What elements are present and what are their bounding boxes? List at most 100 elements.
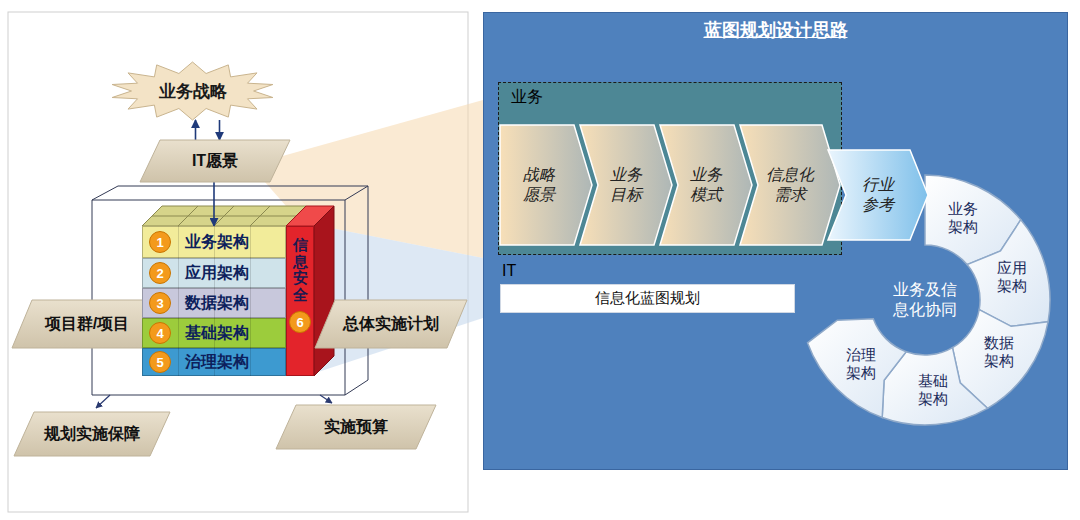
node-label: 业务模式 [688,165,724,205]
text-holder: 信息化需求 [765,165,815,205]
cycle-segment: 治理架构 [841,341,881,387]
architecture-layer: 1 业务架构 [142,226,286,258]
cube-top-grid [152,206,296,226]
architecture-layer: 5 治理架构 [142,348,286,376]
text-holder: 规划实施保障 [44,424,140,445]
blueprint-bar: 信息化蓝图规划 [500,284,795,313]
budget-plane: 实施预算 [276,405,436,449]
flow-arrow [195,120,197,140]
step-chevron: 战略愿景 [500,125,592,245]
cycle-segment: 业务架构 [943,195,983,241]
text-holder: 应用架构 [995,259,1029,295]
node-label: 业务目标 [608,165,644,205]
text-holder: 业务架构 [946,200,980,236]
node-label: 总体实施计划 [343,314,439,335]
strategy-starburst: 业务战略 [110,62,275,120]
text-holder: 4 基础架构 [149,322,249,344]
text-holder: 数据架构 [982,334,1016,370]
node-label: 治理架构 [844,346,878,382]
callout-number: 2 [149,262,171,284]
text-holder: 战略愿景 [521,165,557,205]
callout-number: 6 [289,311,311,333]
flow-arrow [213,182,215,226]
node-outline [828,150,928,240]
node-label: 蓝图规划设计思路 [704,18,848,42]
node-label: 项目群/项目 [45,314,129,335]
node-label: 基础架构 [185,323,249,344]
node-label: 业务 [511,87,543,108]
node-shape [14,412,170,456]
callout-number: 3 [149,292,171,314]
cycle-segment: 数据架构 [979,329,1019,375]
text-holder: 蓝图规划设计思路 [704,18,848,42]
cycle-segment: 应用架构 [992,254,1032,300]
vision-plane: IT愿景 [140,140,290,182]
node-label: 战略愿景 [521,165,557,205]
node-label: 数据架构 [982,334,1016,370]
grid-line [152,216,296,217]
zone-label: IT [502,262,516,280]
node-shape [740,125,840,245]
blueprint-panel: 蓝图规划设计思路业务战略愿景 业务目标 业务模式 信息化需求 行业参考信息化蓝图规划 业务… [483,12,1068,470]
node-outline [740,125,840,245]
node-label: 信息化需求 [765,165,815,205]
reference-chevron: 行业参考 [828,150,928,240]
node-outline [500,125,592,245]
text-holder: 基础架构 [916,372,950,408]
guarantee-plane: 规划实施保障 [14,412,170,456]
text-holder: 项目群/项目 [45,314,129,335]
node-shape [276,405,436,449]
node-shape [580,125,672,245]
step-chevron: 业务模式 [660,125,752,245]
wireframe-back [92,186,368,395]
wireframe-front [92,200,345,395]
security-column: 信息安全 6 [286,226,314,376]
node-label: 应用架构 [185,263,249,284]
node-label: 业务及信息化协同 [892,280,958,320]
node-label: 基础架构 [916,372,950,408]
architecture-layer: 4 基础架构 [142,318,286,348]
node-shape [140,140,290,182]
node-shape [315,300,467,348]
text-holder: 业务模式 [688,165,724,205]
step-chevron: 信息化需求 [740,125,840,245]
node-label: 业务架构 [185,232,249,253]
node-label: 业务战略 [159,80,227,103]
pointer-arrow [320,395,332,403]
project-plane: 项目群/项目 [12,300,162,348]
architecture-layer: 3 数据架构 [142,288,286,318]
step-chevron: 业务目标 [580,125,672,245]
wireframe-box [92,186,368,395]
node-label: 应用架构 [995,259,1029,295]
node-shape [660,125,752,245]
node-label: 信息安全 [293,237,308,303]
text-holder: 3 数据架构 [149,292,249,314]
cycle-center: 业务及信息化协同 [892,276,958,324]
text-holder: 信息化蓝图规划 [595,289,700,308]
text-holder: 业务及信息化协同 [892,280,958,320]
node-label: 规划实施保障 [44,424,140,445]
text-holder: 业务战略 [159,80,227,103]
text-holder: 信息安全 6 [289,237,311,333]
pointer-arrow [96,395,110,408]
node-label: 实施预算 [324,417,388,438]
plan-plane: 总体实施计划 [315,300,467,348]
text-holder: IT愿景 [192,151,238,172]
node-label: 业务架构 [946,200,980,236]
text-holder: 5 治理架构 [149,351,249,373]
node-label: 信息化蓝图规划 [595,289,700,308]
callout-number: 4 [149,322,171,344]
node-label: 数据架构 [185,293,249,314]
cube-top [142,206,306,226]
node-label: 治理架构 [185,352,249,373]
business-zone: 业务战略愿景 业务目标 业务模式 信息化需求 [498,82,842,255]
node-shape [500,125,592,245]
text-holder: 业务 [511,87,543,108]
node-outline [660,125,752,245]
callout-number: 5 [149,351,171,373]
node-label: 行业参考 [860,175,896,215]
node-label: IT愿景 [192,151,238,172]
cycle-segment: 基础架构 [913,367,953,413]
text-holder: 行业参考 [860,175,896,215]
callout-number: 1 [149,231,171,253]
